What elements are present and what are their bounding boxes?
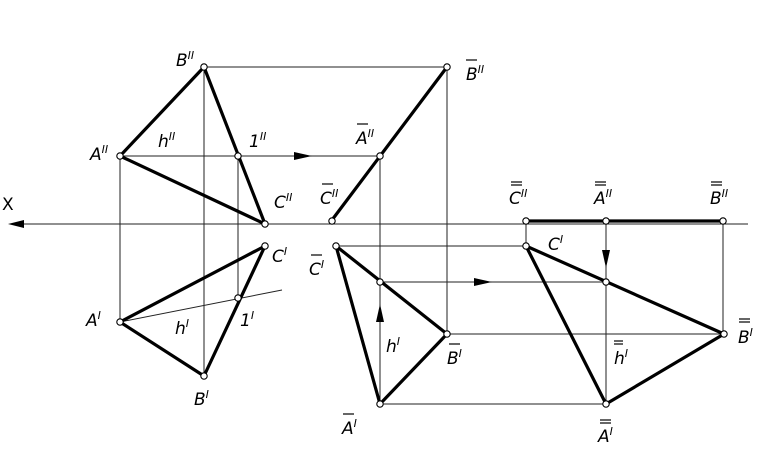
- point-c1: [261, 242, 269, 250]
- label-b2dbar: BII: [710, 187, 728, 209]
- edge-a2-c2: [118, 154, 267, 226]
- point-h1dbar: [602, 278, 610, 286]
- point-b1bar: [443, 330, 451, 338]
- point-12: [234, 152, 242, 160]
- edge-b2-c2: [202, 65, 267, 226]
- point-11: [234, 294, 242, 302]
- label-b2bar: BII: [466, 63, 484, 85]
- label-h1: hI: [175, 317, 189, 339]
- label-b1dbar: BI: [738, 326, 753, 348]
- label-h2: hII: [158, 130, 175, 152]
- label-h1dbar: hI: [614, 347, 628, 369]
- triangle-true-shape: [524, 244, 726, 406]
- triangle-middle: [334, 244, 449, 406]
- label-a1: AI: [85, 309, 101, 331]
- label-c2dbar: CII: [509, 187, 527, 209]
- label-c2bar: CII: [320, 187, 338, 209]
- point-a1bar: [376, 400, 384, 408]
- label-a2bar: AII: [355, 127, 374, 149]
- horizontal-h1: [119, 289, 283, 323]
- label-c1bar: CI: [309, 258, 324, 280]
- point-b2bar: [443, 63, 451, 71]
- point-a2dbar: [602, 217, 610, 225]
- x-axis-label: X: [2, 195, 14, 215]
- construction-lines: [119, 66, 724, 405]
- arrow-h2: [294, 152, 312, 160]
- point-c1bar: [332, 242, 340, 250]
- label-a1dbar: AI: [597, 425, 613, 447]
- edge-a2-b2: [118, 65, 206, 158]
- label-11: 1I: [240, 309, 254, 331]
- label-a2: AII: [89, 143, 108, 165]
- label-12: 1II: [249, 130, 266, 152]
- point-b2dbar: [719, 217, 727, 225]
- label-c1: CI: [272, 245, 287, 267]
- arrow-h1bar-up: [376, 304, 384, 322]
- overbars: [311, 59, 750, 424]
- label-b1: BI: [194, 388, 209, 410]
- point-c2bar: [328, 217, 336, 225]
- label-c2: CII: [274, 191, 292, 213]
- point-b2: [200, 63, 208, 71]
- point-h1bar: [376, 278, 384, 286]
- label-c1dbar: CI: [548, 233, 563, 255]
- label-h1bar: hI: [386, 335, 400, 357]
- x-axis-arrow: [8, 220, 24, 228]
- direction-arrows: [294, 152, 610, 322]
- label-b1bar: BI: [447, 347, 462, 369]
- point-a2bar: [376, 152, 384, 160]
- point-c1dbar: [522, 242, 530, 250]
- triangle-a1-b1-c1: [118, 244, 267, 378]
- label-a2dbar: AII: [593, 187, 612, 209]
- labels: BII AII hII 1II CII CI AI hI 1I BI AII B…: [85, 49, 753, 447]
- point-a1: [116, 318, 124, 326]
- arrow-adbar-down: [602, 250, 610, 268]
- arrow-h1bar-right: [474, 278, 492, 286]
- label-b2: BII: [176, 49, 194, 71]
- point-c2dbar: [522, 217, 530, 225]
- point-c2: [261, 220, 269, 228]
- edge-view-line: [330, 65, 449, 222]
- thick-lines: [118, 65, 726, 406]
- point-b1dbar: [720, 330, 728, 338]
- point-a2: [116, 152, 124, 160]
- points: [116, 63, 728, 408]
- point-b1: [200, 372, 208, 380]
- point-a1dbar: [602, 400, 610, 408]
- label-a1bar: AI: [341, 417, 357, 439]
